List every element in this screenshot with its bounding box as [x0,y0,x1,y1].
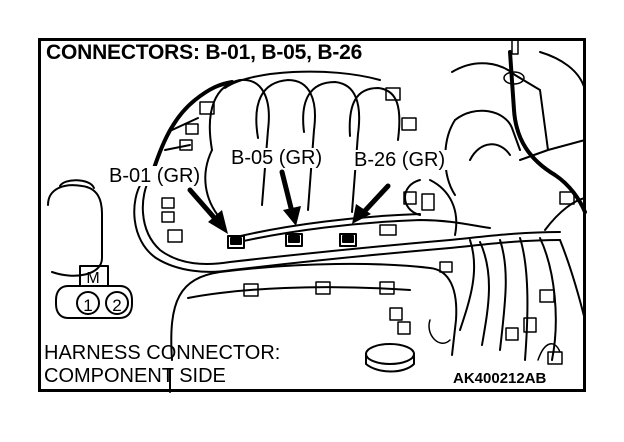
caption-line-1: HARNESS CONNECTOR: [44,342,281,364]
connector-pin-2: 2 [112,296,122,315]
arrowhead-b05 [283,206,301,226]
target-connectors [227,233,357,249]
callout-arrows [187,169,391,225]
arrowhead-b01 [208,210,228,234]
reservoir [47,179,103,277]
intake-manifold [204,70,401,219]
small-connectors [161,39,575,365]
arrowhead-b26 [352,204,371,224]
callout-b05-label: B-05 (GR) [229,147,325,169]
upper-harness [148,80,234,182]
main-harness [133,177,561,273]
connector-face-symbol [55,265,133,319]
connector-mark: M [86,270,100,287]
callout-b26-label: B-26 (GR) [352,149,448,171]
figure-code: AK400212AB [451,370,549,387]
arrow-b05 [279,169,295,215]
arrow-b01 [187,187,221,225]
callout-b01-label: B-01 (GR) [107,165,203,187]
connector-pin-1: 1 [83,296,93,315]
caption-line-2: COMPONENT SIDE [44,365,226,387]
arrow-b26 [359,183,391,217]
page-title: CONNECTORS: B-01, B-05, B-26 [44,41,365,64]
right-harness [404,50,587,361]
